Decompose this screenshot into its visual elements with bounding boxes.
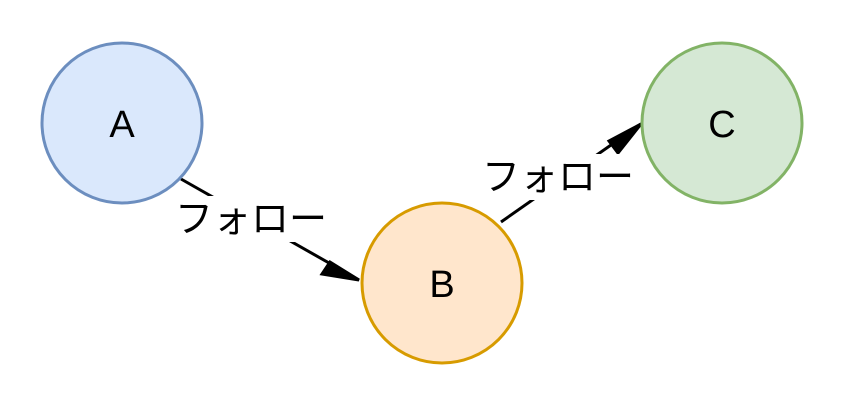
node-a-label: A — [109, 104, 135, 146]
edge-a-to-b: フォロー — [165, 177, 360, 282]
node-c: C — [640, 41, 804, 205]
edge-a-b-label: フォロー — [175, 197, 327, 241]
node-b: B — [360, 201, 524, 365]
node-b-circle — [360, 201, 524, 365]
node-b-label: B — [429, 264, 454, 306]
edge-b-c-arrowhead — [606, 122, 643, 156]
edge-b-c-label: フォロー — [482, 155, 634, 199]
node-a-circle — [40, 41, 204, 205]
node-c-label: C — [708, 104, 735, 146]
edge-b-to-c: フォロー — [472, 122, 644, 224]
node-c-circle — [640, 41, 804, 205]
node-a: A — [40, 41, 204, 205]
edge-a-b-arrowhead — [319, 259, 360, 282]
